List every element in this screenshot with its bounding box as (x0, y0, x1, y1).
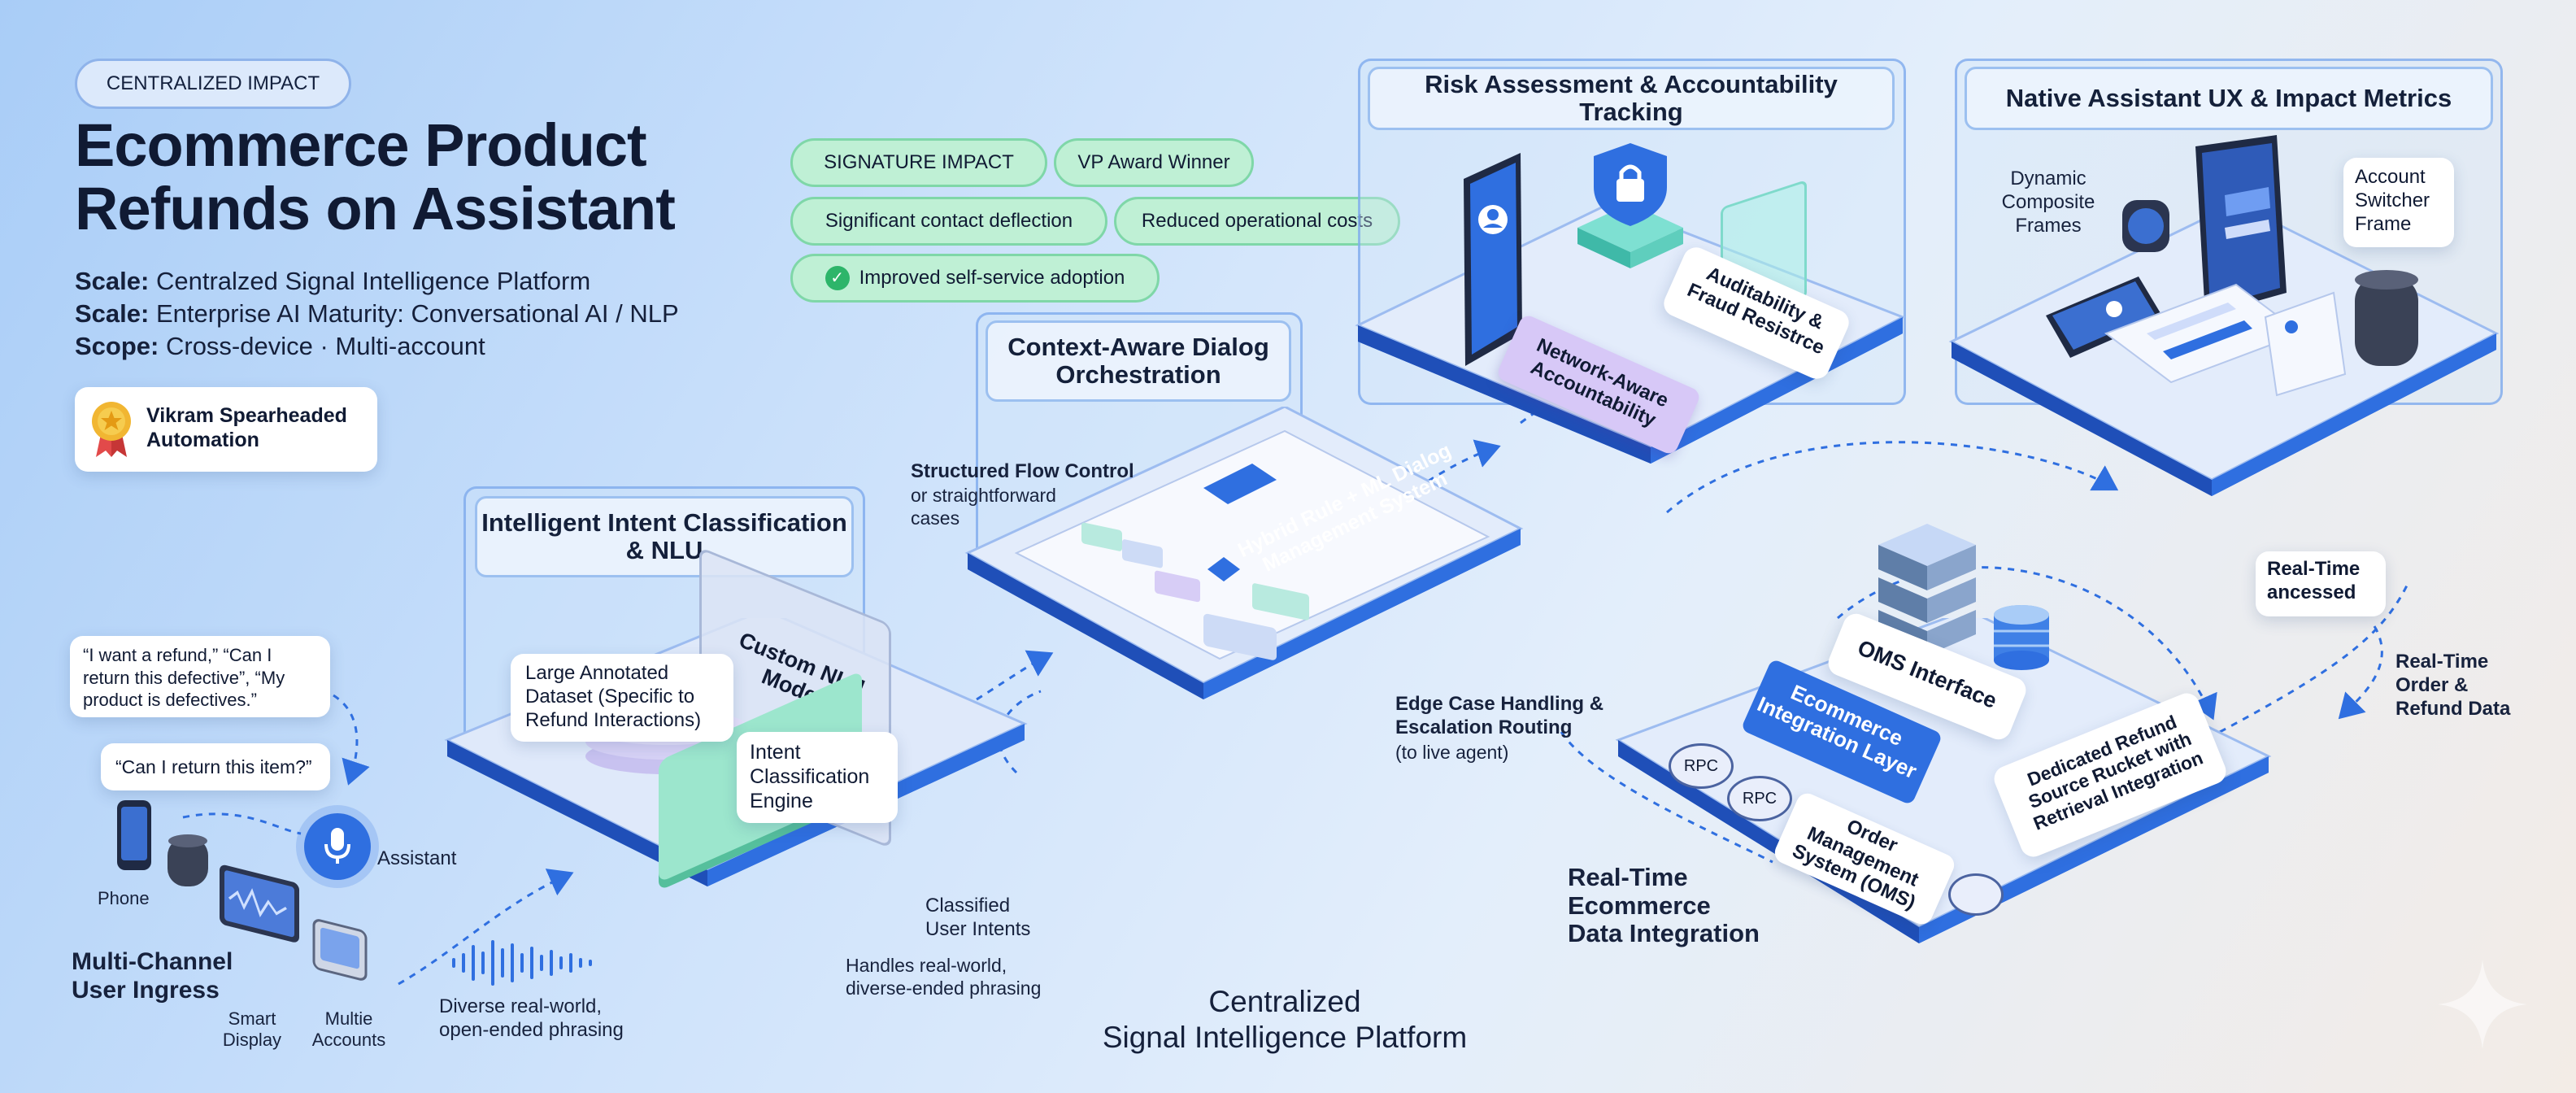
data-integration-title: Real-Time Ecommerce Data Integration (1568, 863, 1760, 948)
meta-row: Scope: Cross-device · Multi-account (75, 332, 485, 360)
sparkle-icon (2438, 960, 2527, 1049)
page-title-line1: Ecommerce Product (75, 111, 647, 179)
rpc-node-1: RPC (1669, 743, 1734, 789)
nlu-title: Intelligent Intent Classification & NLU (475, 496, 854, 577)
edge-case-sub: (to live agent) (1395, 742, 1509, 763)
meta-list: Scale: Centralzed Signal Intelligence Pl… (75, 265, 679, 363)
platform-label-line1: Centralized (1208, 985, 1361, 1018)
meta-row: Scale: Enterprise AI Maturity: Conversat… (75, 299, 679, 328)
speaker-device (168, 838, 208, 886)
assistant-mic-button[interactable] (304, 813, 371, 880)
engine-card: Intent Classification Engine (737, 732, 898, 823)
signature-impact-tag: SIGNATURE IMPACT (790, 138, 1047, 187)
ux-title: Native Assistant UX & Impact Metrics (1965, 67, 2493, 130)
dialog-title: Context-Aware Dialog Orchestration (986, 320, 1291, 402)
vp-award-tag: VP Award Winner (1054, 138, 1254, 187)
oms-database-icon (1948, 873, 2004, 916)
phone-label: Phone (98, 888, 150, 908)
realtime-order-label: Real-Time Order & Refund Data (2395, 651, 2511, 720)
header-badge: CENTRALIZED IMPACT (75, 59, 351, 109)
multi-channel-title: Multi-Channel User Ingress (72, 948, 233, 1004)
risk-title: Risk Assessment & Accountability Trackin… (1368, 67, 1895, 130)
smart-display-label: Smart Display (222, 1008, 282, 1051)
dataset-card: Large Annotated Dataset (Specific to Ref… (511, 654, 733, 742)
costs-tag: Reduced operational costs (1114, 197, 1400, 246)
edge-case-title: Edge Case Handling & Escalation Routing (1395, 693, 1604, 738)
microphone-icon (324, 828, 350, 864)
phrasing-label: Diverse real-world, open-ended phrasing (439, 995, 624, 1041)
ux-devices (2046, 135, 2418, 397)
realtime-accessed-card: Real-Time ancessed (2256, 551, 2386, 616)
medal-icon (92, 402, 131, 457)
phone-illustration (1464, 153, 1522, 366)
page-title: Ecommerce Product Refunds on Assistant (75, 111, 676, 243)
platform-label-line2: Signal Intelligence Platform (1102, 1021, 1468, 1055)
platform-label: Centralized Signal Intelligence Platform (1041, 984, 1529, 1056)
credit-card: Vikram Spearheaded Automation (75, 387, 377, 472)
tablet-device (312, 919, 368, 981)
rpc-node-2: RPC (1727, 776, 1792, 821)
page-title-line2: Refunds on Assistant (75, 175, 676, 243)
soundwave-icon (452, 940, 592, 986)
assistant-label: Assistant (377, 847, 457, 869)
structured-flow-sub: or straightforward cases (911, 485, 1056, 529)
quote-bubble-1: “I want a refund,” “Can I return this de… (70, 636, 330, 717)
dynamic-frames-label: Dynamic Composite Frames (2001, 168, 2095, 237)
server-stack-icon (1878, 524, 2049, 670)
multie-accounts-label: Multie Accounts (311, 1008, 386, 1051)
dialog-platform (964, 407, 1524, 699)
credit-text: Vikram Spearheaded Automation (146, 404, 347, 451)
adoption-tag: ✓ Improved self-service adoption (790, 254, 1160, 303)
ingress-devices (117, 800, 368, 981)
meta-row: Scale: Centralzed Signal Intelligence Pl… (75, 267, 591, 295)
smart-display-device (220, 864, 299, 943)
deflection-tag: Significant contact deflection (790, 197, 1107, 246)
account-switcher-card: Account Switcher Frame (2343, 158, 2454, 247)
check-icon: ✓ (825, 266, 850, 290)
speaker (2355, 277, 2418, 366)
quote-bubble-2: “Can I return this item?” (101, 743, 330, 790)
handles-phrasing-label: Handles real-world, diverse-ended phrasi… (846, 955, 1042, 999)
structured-flow-title: Structured Flow Control (911, 460, 1134, 482)
classified-intents-label: Classified User Intents (925, 895, 1031, 940)
lock-shield-icon (1577, 143, 1683, 268)
adoption-tag-label: Improved self-service adoption (859, 267, 1125, 289)
